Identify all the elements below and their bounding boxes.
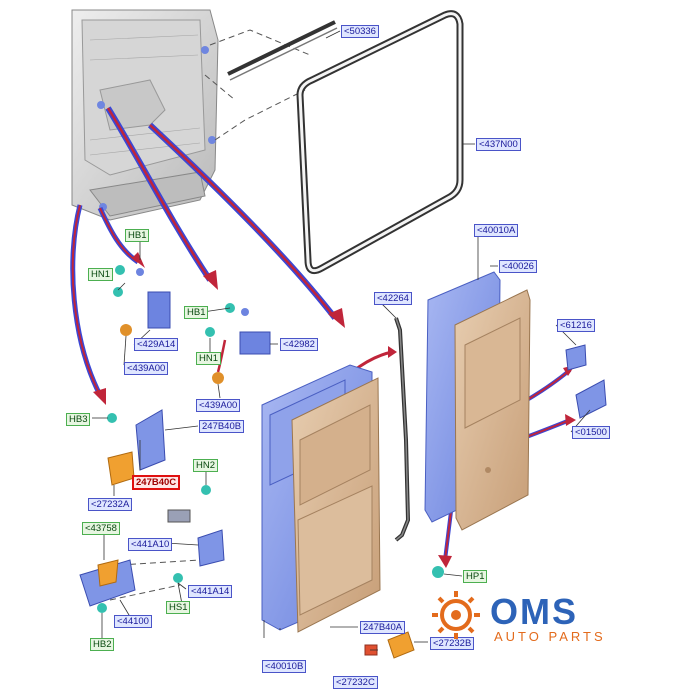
label-leaders [92, 30, 591, 651]
part-label-40026[interactable]: <40026 [499, 260, 537, 273]
code-label-hn2[interactable]: HN2 [193, 459, 219, 472]
part-label-439a00-mid[interactable]: <439A00 [196, 399, 241, 412]
part-label-247b40a[interactable]: 247B40A [360, 621, 406, 634]
part-label-01500[interactable]: <01500 [572, 426, 610, 439]
part-label-44100[interactable]: <44100 [114, 615, 152, 628]
part-label-61216[interactable]: <61216 [557, 319, 595, 332]
code-label-hb1-mid[interactable]: HB1 [184, 306, 209, 319]
part-label-429a14[interactable]: <429A14 [134, 338, 179, 351]
code-label-hn1-top[interactable]: HN1 [88, 268, 114, 281]
leader-lines [109, 29, 311, 601]
seal-strip-50336 [227, 20, 338, 81]
part-label-441a10[interactable]: <441A10 [128, 538, 173, 551]
seal-strip-42264 [394, 317, 411, 542]
part-label-42264[interactable]: <42264 [374, 292, 412, 305]
part-label-27232c[interactable]: <27232C [333, 676, 378, 689]
part-label-437n00[interactable]: <437N00 [476, 138, 521, 151]
side-door-40010b [261, 364, 381, 633]
logo-subtitle: AUTO PARTS [494, 629, 606, 644]
small-parts [79, 265, 607, 659]
part-label-40010a[interactable]: <40010A [474, 224, 519, 237]
code-label-43758[interactable]: <43758 [82, 522, 120, 535]
code-label-hs1[interactable]: HS1 [166, 601, 191, 614]
code-label-hb3[interactable]: HB3 [66, 413, 91, 426]
part-label-439a00-top[interactable]: <439A00 [124, 362, 169, 375]
part-label-247b40c-highlighted[interactable]: 247B40C [132, 475, 181, 490]
part-label-27232b[interactable]: <27232B [430, 637, 475, 650]
part-label-50336[interactable]: <50336 [341, 25, 379, 38]
part-label-40010b[interactable]: <40010B [262, 660, 307, 673]
gear-icon [432, 591, 480, 639]
van-body [71, 9, 219, 221]
logo-wordmark: OMS [490, 591, 579, 632]
part-label-441a14[interactable]: <441A14 [188, 585, 233, 598]
part-label-27232a[interactable]: <27232A [88, 498, 133, 511]
part-label-42982[interactable]: <42982 [280, 338, 318, 351]
code-label-hp1[interactable]: HP1 [463, 570, 488, 583]
rear-door-40010a [424, 271, 531, 531]
door-seal-437n00 [296, 10, 464, 275]
code-label-hn1-mid[interactable]: HN1 [196, 352, 222, 365]
code-label-hb2[interactable]: HB2 [90, 638, 115, 651]
oms-auto-parts-logo: OMS AUTO PARTS [428, 585, 658, 645]
code-label-hb1-top[interactable]: HB1 [125, 229, 150, 242]
part-label-247b40b[interactable]: 247B40B [199, 420, 245, 433]
